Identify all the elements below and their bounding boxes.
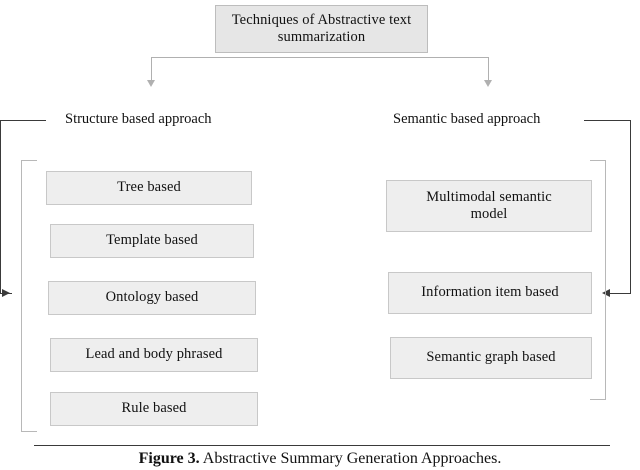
root-to-structure-vertical-connector (151, 57, 152, 81)
semantic-node-information-item-based: Information item based (388, 272, 592, 314)
left-feeder-horizontal-line (0, 120, 46, 121)
structure-node-ontology-based: Ontology based (48, 281, 256, 315)
figure-number: Figure 3. (138, 450, 200, 467)
right-feeder-arrow-stem (610, 293, 631, 294)
structure-node-template-based: Template based (50, 224, 254, 258)
figure-caption: Figure 3. Abstractive Summary Generation… (0, 450, 640, 468)
left-feeder-vertical-line (0, 120, 1, 293)
structure-node-lead-and-body-phrased: Lead and body phrased (50, 338, 258, 372)
figure-caption-text: Abstractive Summary Generation Approache… (202, 450, 502, 467)
caption-divider (34, 445, 610, 446)
semantic-node-semantic-graph-based: Semantic graph based (390, 337, 592, 379)
branch-label-semantic-based-approach: Semantic based approach (393, 111, 541, 127)
right-feeder-vertical-line (630, 120, 631, 293)
structure-node-tree-based: Tree based (46, 171, 252, 205)
arrow-down-icon-structure (147, 80, 155, 87)
branch-label-structure-based-approach: Structure based approach (65, 111, 212, 127)
root-node-techniques: Techniques of Abstractive text summariza… (215, 5, 428, 53)
structure-node-rule-based: Rule based (50, 392, 258, 426)
semantic-node-multimodal-semantic-model: Multimodal semantic model (386, 180, 592, 232)
arrow-down-icon-semantic (484, 80, 492, 87)
semantic-group-bracket (590, 160, 606, 400)
arrow-right-icon-structure-group (2, 289, 10, 297)
right-feeder-horizontal-line (584, 120, 630, 121)
structure-group-bracket (21, 160, 37, 432)
left-feeder-arrow-stem (0, 293, 12, 294)
root-to-semantic-vertical-connector (488, 57, 489, 81)
root-split-horizontal-connector (151, 57, 488, 58)
arrow-left-icon-semantic-group (602, 289, 610, 297)
